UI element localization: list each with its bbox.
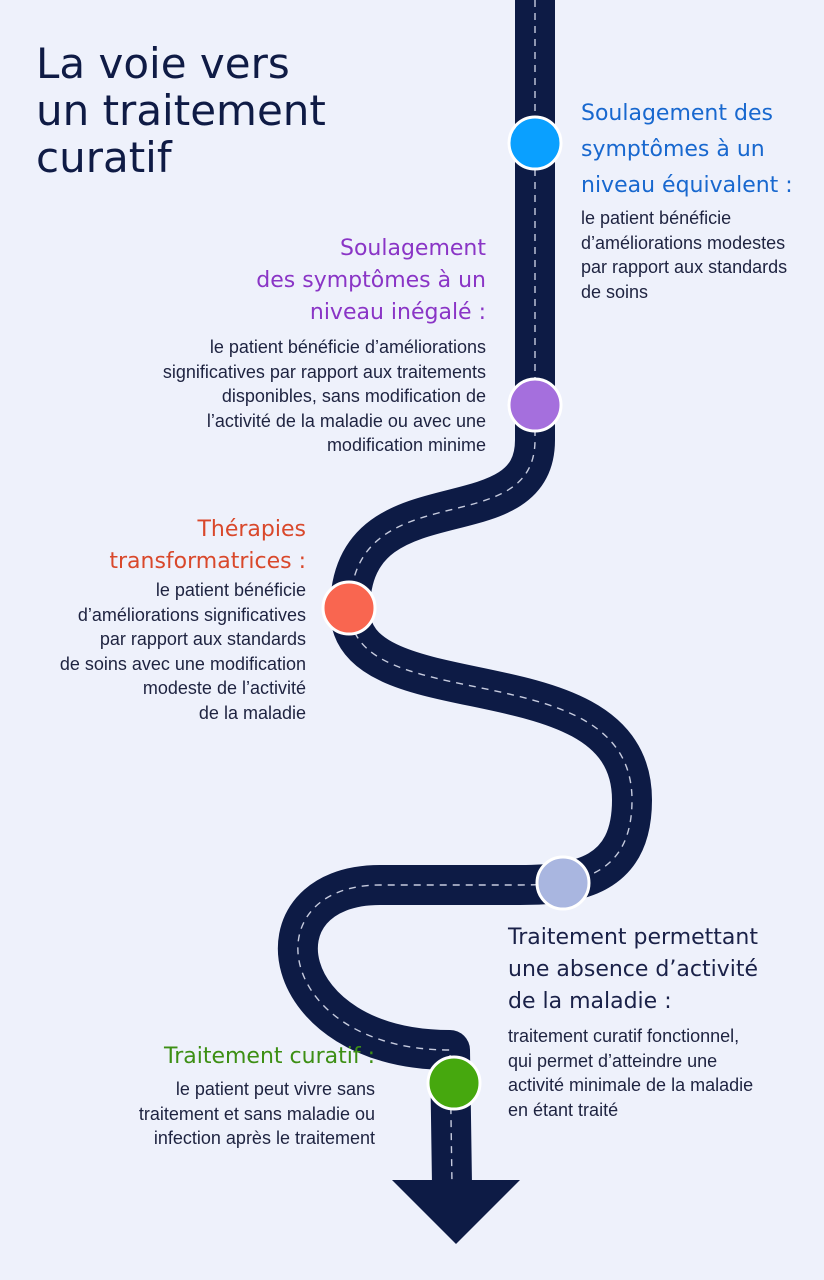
milestone-marker-absence [535, 855, 591, 911]
heading-line: transformatrices : [109, 549, 306, 574]
milestone-marker-transformatrices [321, 580, 377, 636]
body-line: le patient bénéficie [581, 208, 732, 228]
body-line: de soins avec une modification [59, 653, 306, 674]
body-line: de la maladie [198, 702, 306, 723]
milestone-absence: Traitement permettant une absence d’acti… [508, 922, 808, 1122]
milestone-description: le patient peut vivre sans traitement et… [100, 1077, 375, 1151]
body-line: le patient peut vivre sans [175, 1079, 375, 1099]
heading-line: Traitement permettant [508, 925, 758, 950]
title-line: curatif [36, 133, 172, 182]
milestone-marker-equivalent [507, 115, 563, 171]
milestone-heading: Soulagement des symptômes à un niveau éq… [581, 96, 816, 204]
heading-line: Soulagement des [581, 101, 773, 126]
body-line: par rapport aux standards [581, 257, 788, 277]
body-line: infection après le traitement [153, 1128, 375, 1148]
heading-line: Traitement curatif : [164, 1044, 375, 1069]
title-line: La voie vers [36, 39, 290, 88]
milestone-transformatrices: Thérapies transformatrices : le patient … [30, 514, 306, 725]
milestone-description: le patient bénéficie d’améliorations mod… [581, 206, 816, 304]
body-line: modification minime [326, 435, 486, 455]
milestone-equivalent: Soulagement des symptômes à un niveau éq… [581, 96, 816, 304]
body-line: traitement curatif fonctionnel, [508, 1026, 740, 1046]
arrow-head [392, 1180, 520, 1244]
heading-line: une absence d’activité [508, 957, 758, 982]
title-line: un traitement [36, 86, 326, 135]
heading-line: des symptômes à un [256, 268, 486, 293]
milestone-description: le patient bénéficie d’améliorations sig… [30, 578, 306, 725]
body-line: significatives par rapport aux traitemen… [162, 361, 486, 382]
milestone-marker-inegale [507, 377, 563, 433]
milestone-description: traitement curatif fonctionnel, qui perm… [508, 1024, 808, 1122]
body-line: le patient bénéficie d’améliorations [209, 337, 486, 357]
body-line: modeste de l’activité [142, 678, 306, 698]
page-title: La voie vers un traitement curatif [36, 40, 396, 181]
body-line: d’améliorations modestes [581, 232, 786, 253]
milestone-heading: Traitement permettant une absence d’acti… [508, 922, 808, 1018]
body-line: activité minimale de la maladie [508, 1075, 754, 1095]
body-line: de soins [581, 281, 649, 302]
milestone-heading: Traitement curatif : [100, 1041, 375, 1073]
body-line: l’activité de la maladie ou avec une [206, 410, 486, 431]
body-line: par rapport aux standards [99, 629, 306, 649]
heading-line: niveau inégalé : [309, 300, 486, 325]
body-line: en étant traité [508, 1099, 619, 1120]
heading-line: Soulagement [340, 236, 486, 261]
milestone-description: le patient bénéficie d’améliorations sig… [100, 335, 486, 458]
body-line: disponibles, sans modification de [221, 386, 486, 406]
heading-line: niveau équivalent : [581, 173, 793, 198]
milestone-inegale: Soulagement des symptômes à un niveau in… [100, 233, 486, 458]
milestone-heading: Soulagement des symptômes à un niveau in… [100, 233, 486, 329]
body-line: qui permet d’atteindre une [508, 1050, 718, 1071]
heading-line: de la maladie : [508, 989, 672, 1014]
road-center-dashes [297, 0, 633, 1186]
body-line: le patient bénéficie [155, 580, 306, 600]
heading-line: Thérapies [197, 517, 306, 542]
milestone-curatif: Traitement curatif : le patient peut viv… [100, 1041, 375, 1151]
heading-line: symptômes à un [581, 137, 765, 162]
body-line: d’améliorations significatives [77, 604, 306, 625]
milestone-heading: Thérapies transformatrices : [30, 514, 306, 578]
body-line: traitement et sans maladie ou [138, 1103, 375, 1124]
milestone-marker-curatif [426, 1055, 482, 1111]
